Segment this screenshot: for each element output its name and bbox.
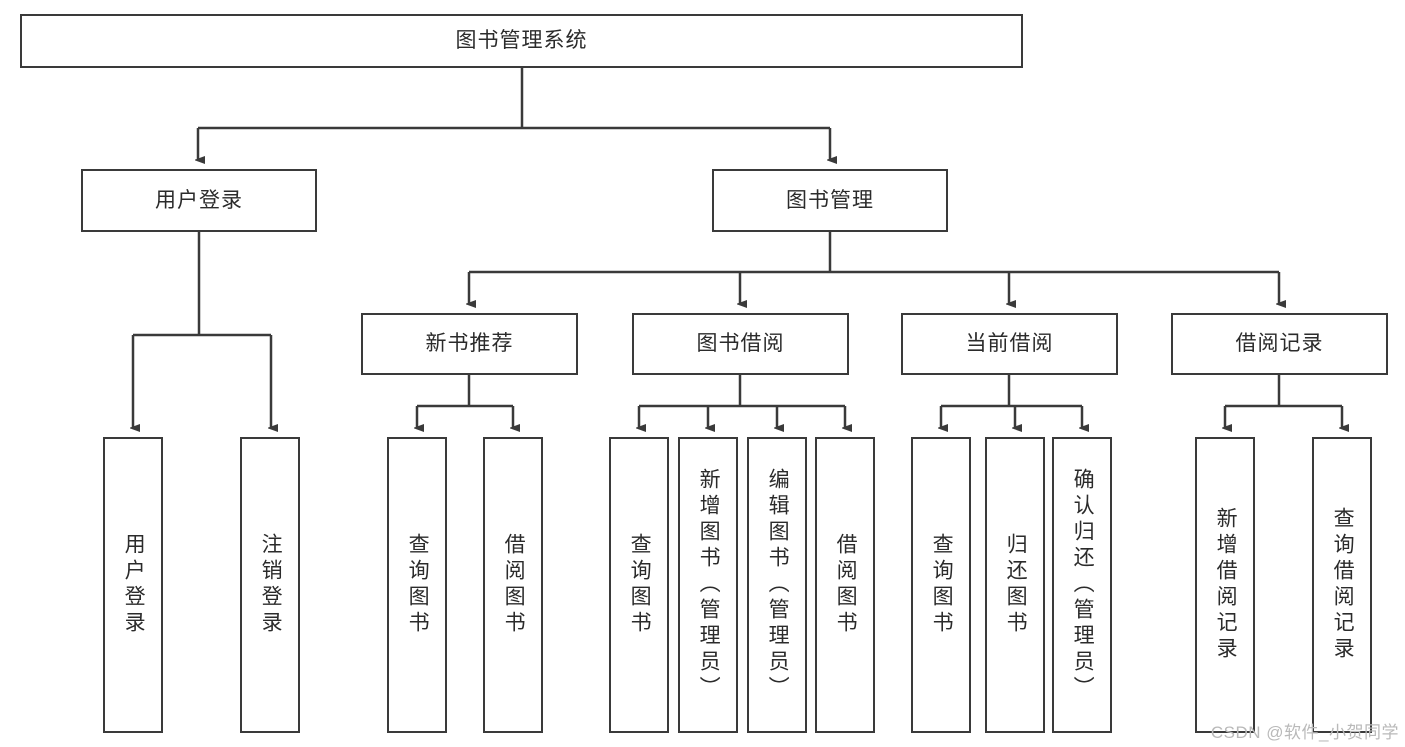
- node-label: 图书借阅: [696, 332, 785, 356]
- node-leaf-query-book-current[interactable]: 查询图书: [911, 437, 971, 733]
- node-label: 新增借阅记录: [1214, 507, 1238, 663]
- node-leaf-logout-login[interactable]: 注销登录: [240, 437, 300, 733]
- node-leaf-query-borrow-record[interactable]: 查询借阅记录: [1312, 437, 1372, 733]
- node-label: 用户登录: [155, 188, 243, 212]
- node-label: 确认归还（管理员）: [1071, 468, 1095, 702]
- node-label: 新增图书（管理员）: [697, 468, 721, 702]
- node-book-borrow[interactable]: 图书借阅: [632, 313, 849, 375]
- node-leaf-query-book-new[interactable]: 查询图书: [387, 437, 447, 733]
- node-label: 借阅图书: [502, 533, 526, 637]
- node-label: 编辑图书（管理员）: [766, 468, 790, 702]
- node-label: 借阅记录: [1235, 332, 1324, 356]
- node-label: 查询图书: [406, 533, 430, 637]
- node-user-login[interactable]: 用户登录: [81, 169, 317, 232]
- node-borrow-record[interactable]: 借阅记录: [1171, 313, 1388, 375]
- node-label: 用户登录: [122, 533, 146, 637]
- node-leaf-add-borrow-record[interactable]: 新增借阅记录: [1195, 437, 1255, 733]
- node-label: 查询图书: [628, 533, 652, 637]
- node-label: 图书管理系统: [455, 29, 588, 53]
- node-book-management-system[interactable]: 图书管理系统: [20, 14, 1023, 68]
- node-label: 查询图书: [930, 533, 954, 637]
- node-leaf-return-book[interactable]: 归还图书: [985, 437, 1045, 733]
- node-leaf-confirm-return-admin[interactable]: 确认归还（管理员）: [1052, 437, 1112, 733]
- node-label: 归还图书: [1004, 533, 1028, 637]
- node-leaf-borrow-book[interactable]: 借阅图书: [815, 437, 875, 733]
- node-current-borrow[interactable]: 当前借阅: [901, 313, 1118, 375]
- node-leaf-borrow-book-new[interactable]: 借阅图书: [483, 437, 543, 733]
- node-label: 查询借阅记录: [1331, 507, 1355, 663]
- node-label: 借阅图书: [834, 533, 858, 637]
- node-book-management[interactable]: 图书管理: [712, 169, 948, 232]
- node-label: 新书推荐: [425, 332, 514, 356]
- node-leaf-query-book-borrow[interactable]: 查询图书: [609, 437, 669, 733]
- node-leaf-user-login[interactable]: 用户登录: [103, 437, 163, 733]
- node-new-book-recommend[interactable]: 新书推荐: [361, 313, 578, 375]
- node-label: 图书管理: [786, 188, 874, 212]
- node-leaf-add-book-admin[interactable]: 新增图书（管理员）: [678, 437, 738, 733]
- node-label: 注销登录: [259, 533, 283, 637]
- node-label: 当前借阅: [965, 332, 1054, 356]
- node-leaf-edit-book-admin[interactable]: 编辑图书（管理员）: [747, 437, 807, 733]
